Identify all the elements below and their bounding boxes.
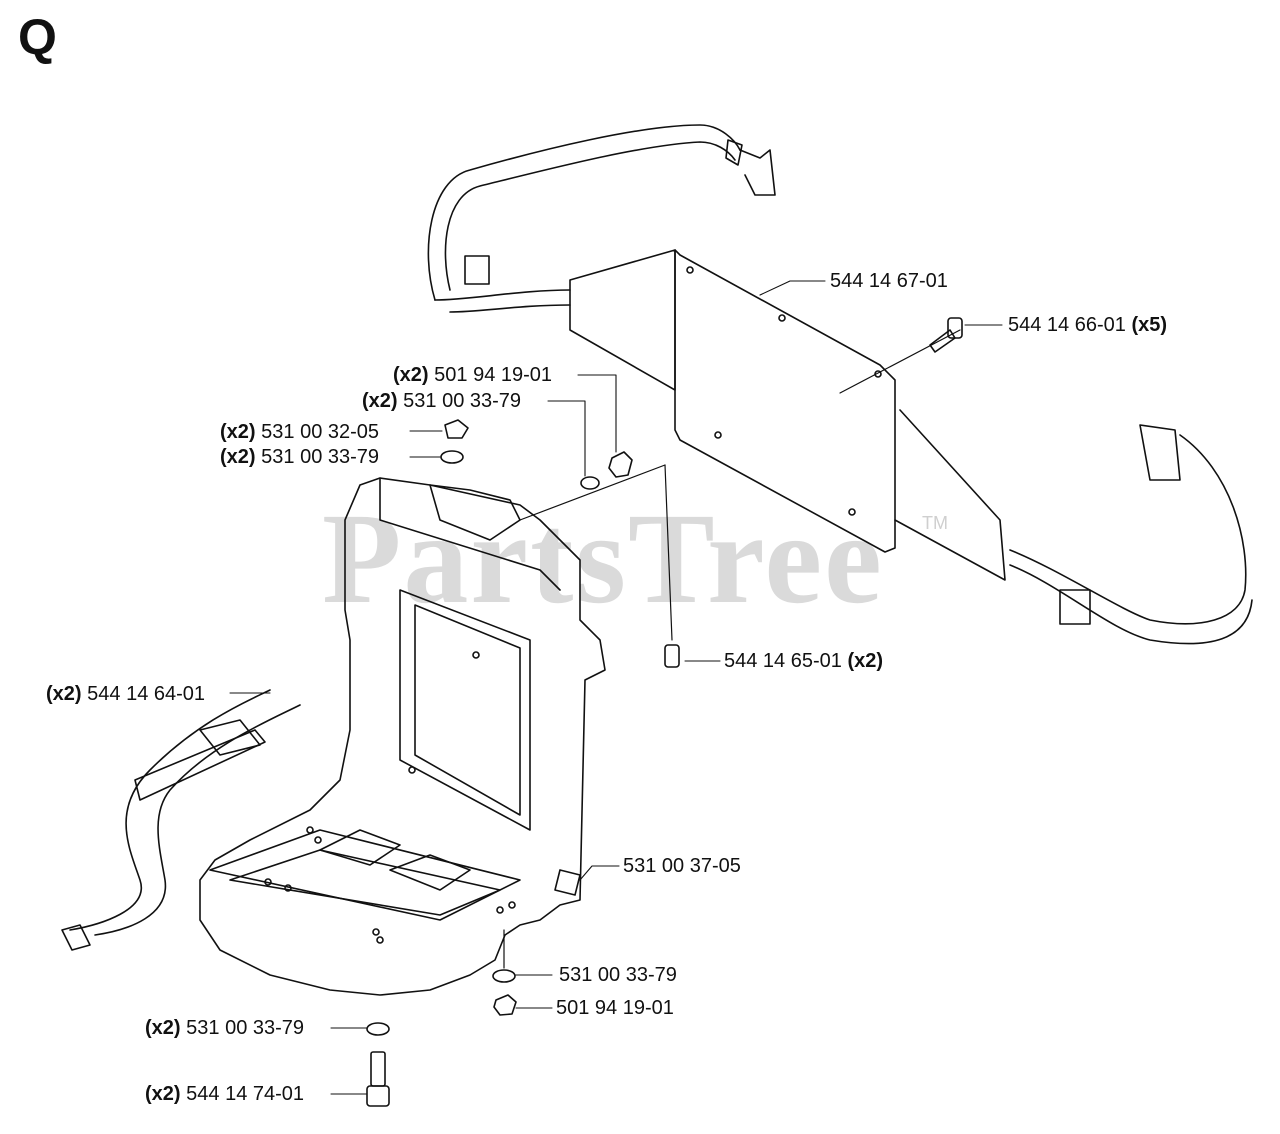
shoulder-strap <box>61 689 301 951</box>
callout-531-00-33-79-bottom: 531 00 33-79 <box>559 964 677 986</box>
callout-531-00-33-79-left: (x2) 531 00 33-79 <box>220 446 380 468</box>
callout-531-00-33-79-top: (x2) 531 00 33-79 <box>362 390 522 412</box>
nut-top-left <box>444 419 469 439</box>
washer-bottom-right <box>492 969 516 983</box>
leader-lines <box>229 280 1003 1095</box>
bolt-mid <box>664 644 680 668</box>
nut-bottom-right <box>493 994 517 1016</box>
callout-544-14-65-01: 544 14 65-01 (x2) <box>724 650 884 672</box>
trademark-mark: TM <box>922 513 948 533</box>
screw-top-right <box>929 317 963 353</box>
partstree-watermark: PartsTree <box>322 487 884 631</box>
section-letter: Q <box>18 9 57 65</box>
back-plate <box>569 249 1006 581</box>
callout-544-14-67-01: 544 14 67-01 <box>830 270 948 292</box>
top-hardware <box>440 419 680 668</box>
callout-501-94-19-01-bottom: 501 94 19-01 <box>556 997 674 1019</box>
bolt-bottom-left <box>370 1051 386 1087</box>
callout-531-00-37-05: 531 00 37-05 <box>623 855 741 877</box>
callout-544-14-64-01: (x2) 544 14 64-01 <box>46 683 206 705</box>
callout-531-00-32-05: (x2) 531 00 32-05 <box>220 421 380 443</box>
bottom-hardware <box>366 929 517 1107</box>
nut-top-mid <box>608 451 633 478</box>
top-harness-strap <box>427 124 1253 645</box>
washer-top-mid <box>580 476 600 490</box>
washer-top-left <box>440 450 464 464</box>
callout-531-00-33-79-bottom-left: (x2) 531 00 33-79 <box>145 1017 305 1039</box>
callout-501-94-19-01-top: (x2) 501 94 19-01 <box>393 364 553 386</box>
washer-bottom-left <box>366 1022 390 1036</box>
callout-544-14-66-01: 544 14 66-01 (x5) <box>1008 314 1168 336</box>
callout-544-14-74-01: (x2) 544 14 74-01 <box>145 1083 305 1105</box>
